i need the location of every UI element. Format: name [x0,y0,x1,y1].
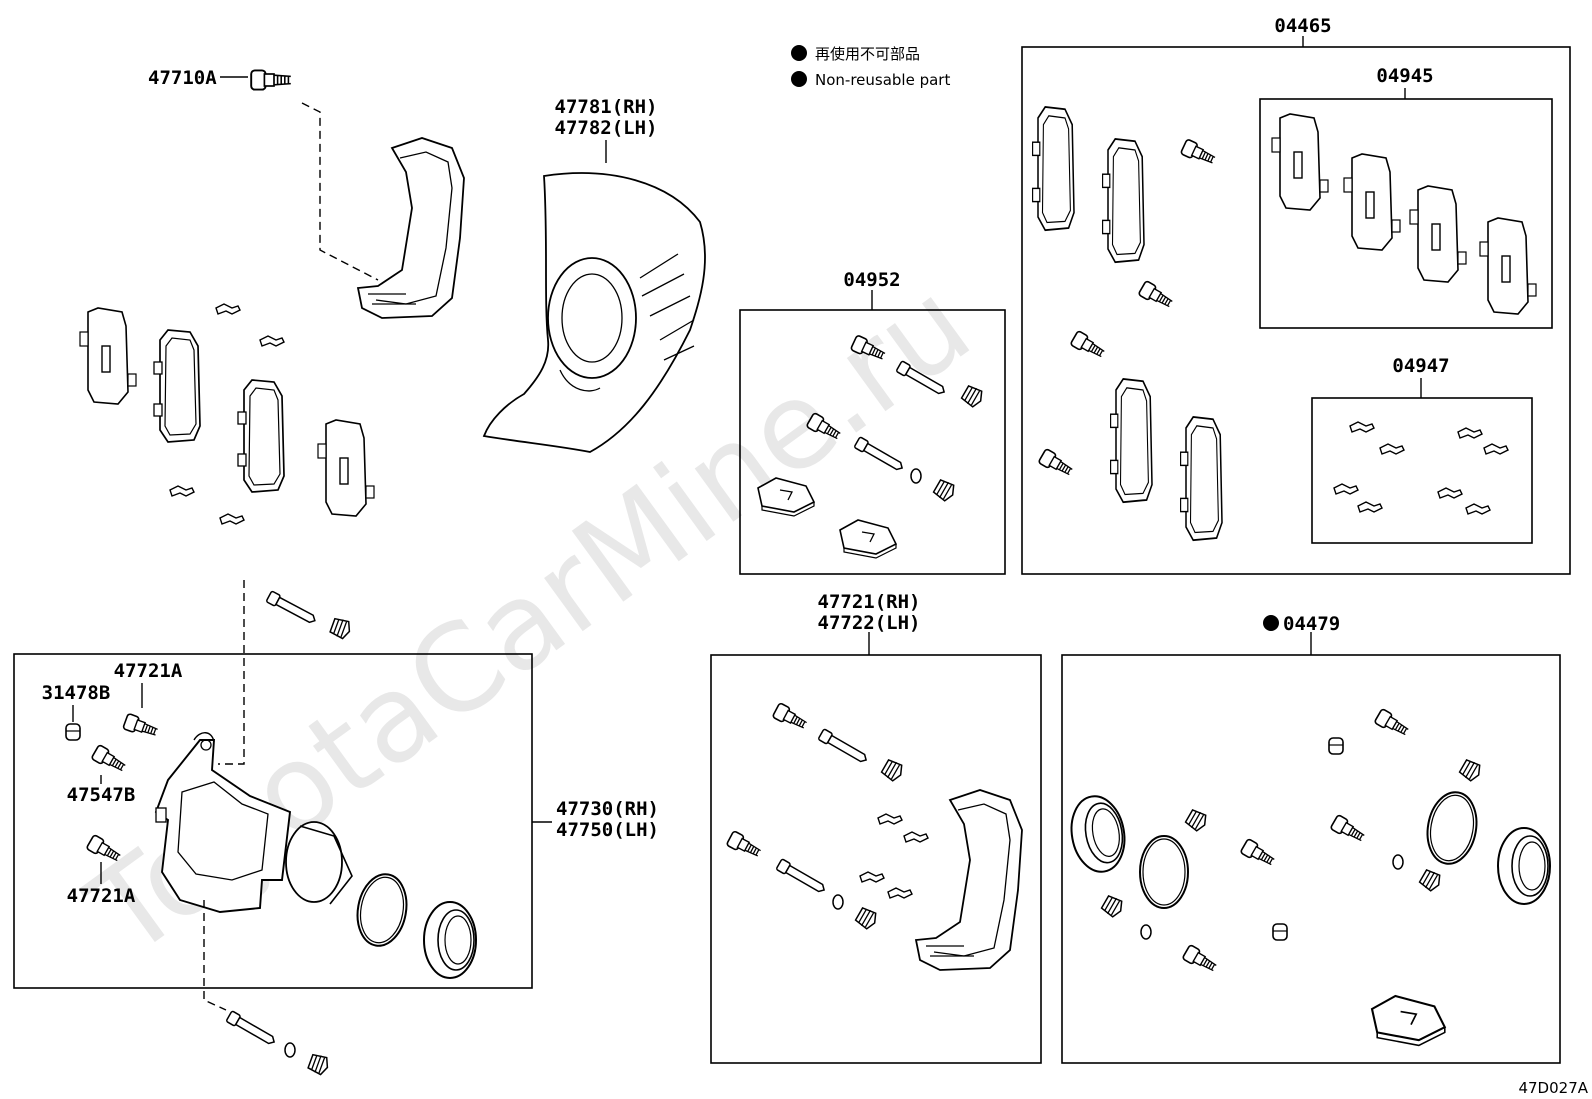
anti-squeal-clip-kit-04947 [1333,421,1509,515]
bleeder-plug-47547b [90,743,129,776]
label-47781-rh: 47781(RH) [555,96,658,118]
label-04952: 04952 [843,269,900,291]
non-reusable-bullet-icon [1263,615,1279,631]
caliper-body [154,732,292,913]
bullet-icon [791,45,807,61]
bleeder-plug-31478b [65,723,81,741]
label-47782-lh: 47782(LH) [555,117,658,139]
label-04945: 04945 [1376,65,1433,87]
box-caliper [13,653,533,989]
bush-dust-boot-47721a-top [122,712,161,741]
caliper-bracket [357,137,465,319]
label-47730-rh: 47730(RH) [556,798,659,820]
disc-brake-pad-kit-04465 [1031,106,1223,542]
label-47547b: 47547B [67,784,136,806]
bullet-icon [791,71,807,87]
cylinder-bracket-kit-47721 [725,701,1023,971]
label-47722-lh: 47722(LH) [818,612,921,634]
label-47721a-bottom: 47721A [67,885,136,907]
label-04479: 04479 [1283,613,1340,635]
box-04947 [1311,397,1533,544]
anti-squeal-shim-kit-04945 [1271,113,1537,315]
legend-en: Non-reusable part [815,71,950,89]
label-47710a: 47710A [148,67,217,89]
disc-brake-dust-cover [482,172,706,453]
box-04479 [1061,654,1561,1064]
label-47750-lh: 47750(LH) [556,819,659,841]
diagram-code: 47D027A [1518,1079,1588,1097]
mounting-bolt-47710a [250,69,292,91]
label-31478b: 31478B [42,682,111,704]
legend: 再使用不可部品 Non-reusable part [791,45,950,89]
label-04947: 04947 [1392,355,1449,377]
cylinder-kit-04479 [1064,707,1551,1047]
brake-pad-set [79,307,375,517]
box-47721 [710,654,1042,1064]
box-04945 [1259,98,1553,329]
label-47721-rh: 47721(RH) [818,591,921,613]
legend-jp: 再使用不可部品 [815,45,920,63]
caliper-piston [285,821,353,905]
box-04465 [1021,46,1571,575]
label-47721a-top: 47721A [114,660,183,682]
label-04465: 04465 [1274,15,1331,37]
